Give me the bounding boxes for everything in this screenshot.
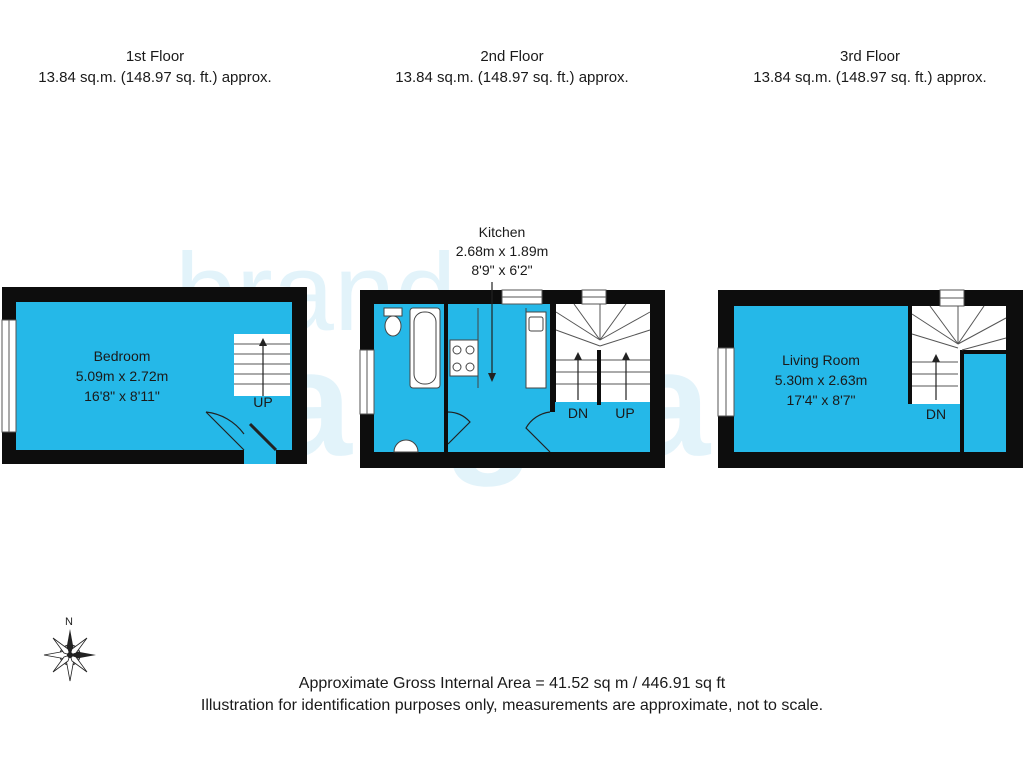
compass-rose-icon: N [43, 616, 96, 682]
landing-area [908, 404, 960, 452]
third-floor-plan: DN Living Room 5.30m x 2.63m 17'4" x 8'7… [717, 289, 1023, 468]
floor-title: 3rd Floor [839, 48, 901, 65]
hob-rings [452, 345, 475, 372]
floor-title: 2nd Floor [480, 48, 544, 65]
room-imperial: 16'8" x 8'11" [84, 388, 160, 404]
compass-north-label: N [65, 616, 73, 628]
svg-text:UP: UP [253, 394, 272, 410]
floor-area: 13.84 sq.m. (148.97 sq. ft.) approx. [753, 69, 987, 86]
entrance-opening [244, 450, 276, 464]
floor-title: 1st Floor [125, 48, 185, 65]
toilet-bowl [384, 315, 402, 337]
basin [393, 439, 419, 453]
svg-text:DN: DN [568, 405, 588, 421]
floor-header-1st: 1st Floor 13.84 sq.m. (148.97 sq. ft.) a… [5, 46, 305, 88]
door-swing [248, 422, 278, 452]
floor-area: 13.84 sq.m. (148.97 sq. ft.) approx. [38, 69, 272, 86]
room-metric: 2.68m x 1.89m [456, 243, 549, 259]
floor-header-2nd: 2nd Floor 13.84 sq.m. (148.97 sq. ft.) a… [362, 46, 662, 88]
floor-area: 13.84 sq.m. (148.97 sq. ft.) approx. [395, 69, 629, 86]
footer: Approximate Gross Internal Area = 41.52 … [0, 673, 1024, 717]
room-imperial: 17'4" x 8'7" [787, 392, 856, 408]
room-metric: 5.09m x 2.72m [76, 368, 169, 384]
storage-area [964, 354, 1006, 452]
door-swing [205, 411, 245, 451]
toilet [383, 307, 403, 317]
hob [449, 339, 479, 377]
up-arrow-head [259, 338, 267, 346]
first-floor-plan: UP Bedroom 5.09m x 2.72m 16'8" x 8'11" [1, 287, 307, 464]
door-swing [525, 411, 551, 453]
stair-well [556, 304, 650, 402]
living-room-area [734, 306, 908, 452]
svg-text:UP: UP [615, 405, 634, 421]
gross-area-text: Approximate Gross Internal Area = 41.52 … [298, 675, 726, 692]
room-metric: 5.30m x 2.63m [775, 372, 868, 388]
room-name: Kitchen [479, 224, 526, 240]
floor-header-3rd: 3rd Floor 13.84 sq.m. (148.97 sq. ft.) a… [720, 46, 1020, 88]
bedroom-area [16, 302, 228, 450]
disclaimer-text: Illustration for identification purposes… [200, 697, 824, 714]
landing-area [550, 402, 650, 452]
second-floor-plan: DN UP Kitchen 2.68m x 1.89m 8'9" x 6'2" [359, 224, 665, 468]
room-imperial: 8'9" x 6'2" [471, 262, 532, 278]
room-name: Living Room [782, 352, 860, 368]
bathtub [409, 307, 441, 389]
svg-text:DN: DN [926, 406, 946, 422]
door-swing [447, 411, 471, 445]
stair-treads [555, 303, 651, 385]
room-name: Bedroom [94, 348, 151, 364]
